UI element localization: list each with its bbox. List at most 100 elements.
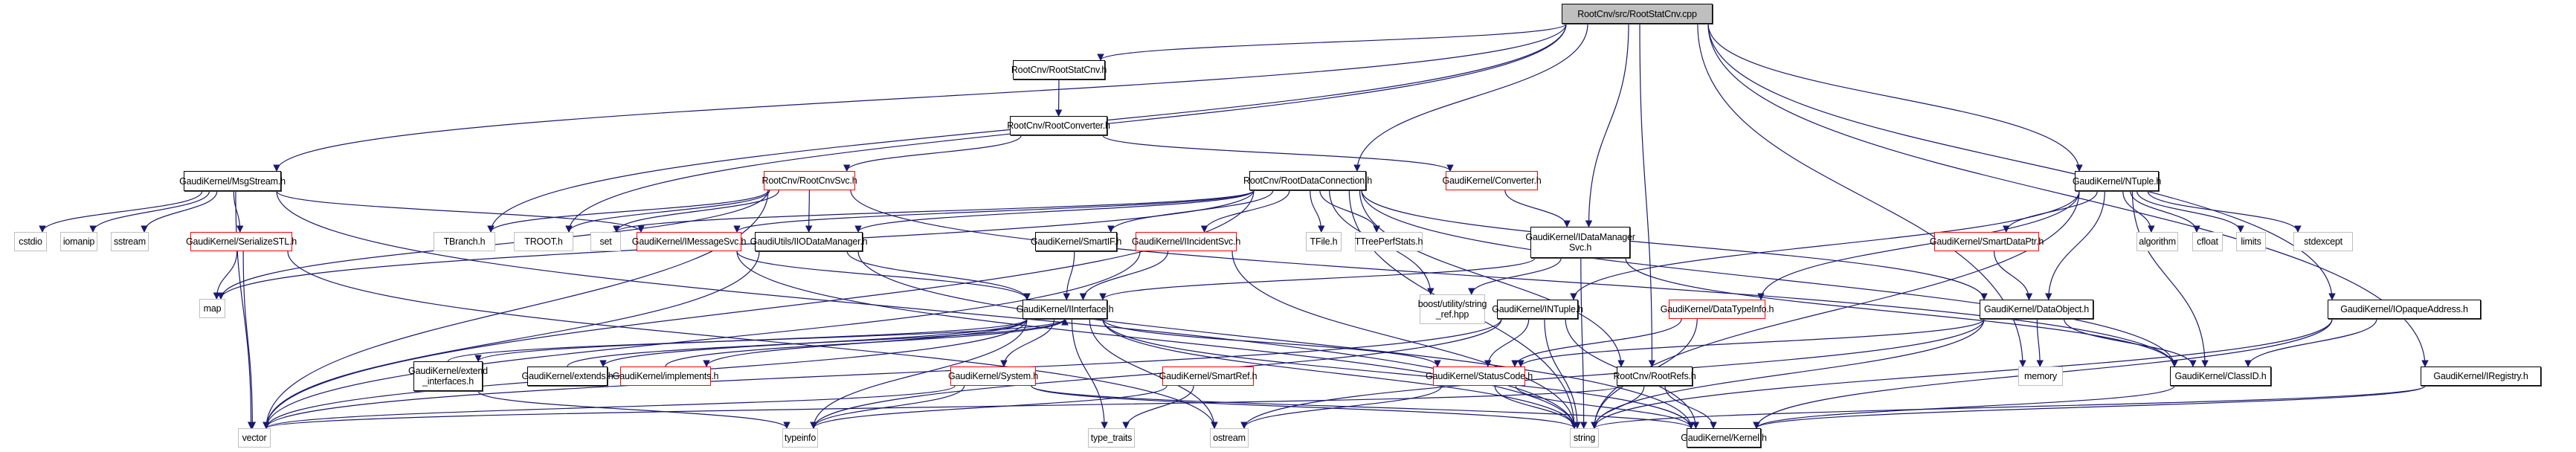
edge-dataobject-h-to-statuscode-h bbox=[1517, 318, 1985, 367]
edge-iincidentsvc-h-to-string bbox=[1231, 251, 1578, 429]
edge-smartref-h-to-type-traits bbox=[1122, 385, 1194, 429]
edge-root-to-idatamanagersvc-h bbox=[1585, 23, 1629, 227]
edge-intuple-h-to-vector bbox=[263, 318, 1502, 429]
edge-intuple-h-to-typeinfo bbox=[810, 318, 1502, 429]
edge-msgstream-h-to-serializestl-h bbox=[233, 190, 244, 233]
graph-node-iregistry-h[interactable]: GaudiKernel/IRegistry.h bbox=[2421, 367, 2541, 386]
graph-node-root[interactable]: RootCnv/src/RootStatCnv.cpp bbox=[1562, 4, 1713, 24]
graph-node-tfile-h[interactable]: TFile.h bbox=[1306, 232, 1342, 251]
graph-node-stdexcept[interactable]: stdexcept bbox=[2293, 232, 2353, 251]
edge-ntuple-h-to-algorithm bbox=[2122, 190, 2155, 233]
edge-rootdataconnection-h-to-iiodatamanager-h bbox=[854, 190, 1255, 233]
graph-node-algorithm[interactable]: algorithm bbox=[2137, 232, 2178, 251]
edge-ntuple-h-to-limits bbox=[2136, 190, 2244, 233]
graph-node-system-h[interactable]: GaudiKernel/System.h bbox=[948, 367, 1038, 386]
edge-idatamanagersvc-h-to-boost-string-ref bbox=[1468, 257, 1562, 295]
graph-node-vector[interactable]: vector bbox=[238, 428, 271, 448]
edge-ntuple-h-to-stdexcept bbox=[2147, 190, 2302, 233]
graph-node-statuscode-h[interactable]: GaudiKernel/StatusCode.h bbox=[1426, 367, 1533, 386]
graph-node-rootdataconnection-h[interactable]: RootCnv/RootDataConnection.h bbox=[1243, 171, 1372, 190]
graph-node-serializestl-h[interactable]: GaudiKernel/SerializeSTL.h bbox=[186, 232, 297, 251]
graph-node-implements-h[interactable]: GaudiKernel/implements.h bbox=[613, 367, 718, 386]
graph-node-memory[interactable]: memory bbox=[2018, 367, 2063, 386]
graph-node-intuple-h[interactable]: GaudiKernel/INTuple.h bbox=[1492, 300, 1583, 319]
graph-node-sstream[interactable]: sstream bbox=[111, 232, 149, 251]
edge-iinterface-h-to-kernel-h bbox=[1102, 318, 1695, 429]
graph-node-cfloat[interactable]: cfloat bbox=[2192, 232, 2223, 251]
graph-node-string[interactable]: string bbox=[1570, 428, 1599, 448]
edge-msgstream-h-to-vector bbox=[235, 190, 255, 429]
edge-dataobject-h-to-ostream bbox=[1240, 318, 1985, 429]
graph-node-extend-interfaces-h[interactable]: GaudiKernel/extend _interfaces.h bbox=[408, 361, 488, 391]
edge-dataobject-h-to-memory bbox=[2036, 318, 2044, 367]
edge-extend-interfaces-h-to-iinterface-h bbox=[447, 318, 1069, 362]
graph-node-classid-h[interactable]: GaudiKernel/ClassID.h bbox=[2170, 367, 2271, 386]
edge-rootdataconnection-h-to-classid-h bbox=[1361, 190, 2178, 367]
graph-node-rootcnvsvc-h[interactable]: RootCnv/RootCnvSvc.h bbox=[762, 171, 857, 190]
graph-node-dataobject-h[interactable]: GaudiKernel/DataObject.h bbox=[1980, 300, 2093, 319]
edge-rootconverter-h-to-converter-h bbox=[1102, 135, 1454, 172]
edge-idatamanagersvc-h-to-string bbox=[1580, 257, 1588, 429]
graph-node-rootrefs-h[interactable]: RootCnv/RootRefs.h bbox=[1613, 367, 1696, 386]
edge-rootdataconnection-h-to-set bbox=[613, 190, 1255, 233]
edge-system-h-to-string bbox=[1031, 385, 1578, 429]
edge-ntuple-h-to-dataobject-h bbox=[2044, 190, 2105, 300]
graph-node-iomanip[interactable]: iomanip bbox=[60, 232, 97, 251]
graph-node-iiodatamanager-h[interactable]: GaudiUtils/IIODataManager.h bbox=[750, 232, 868, 251]
graph-node-idatamanagersvc-h[interactable]: GaudiKernel/IDataManager Svc.h bbox=[1525, 227, 1635, 258]
edge-rootdataconnection-h-to-tfile-h bbox=[1310, 190, 1325, 233]
edge-iregistry-h-to-string bbox=[1591, 385, 2426, 429]
edge-rootcnvsvc-h-to-vector bbox=[263, 190, 769, 429]
edge-idatamanagersvc-h-to-classid-h bbox=[1625, 257, 2178, 367]
graph-node-ntuple-h[interactable]: GaudiKernel/NTuple.h bbox=[2073, 171, 2161, 191]
graph-node-smartref-h[interactable]: GaudiKernel/SmartRef.h bbox=[1159, 367, 1258, 386]
graph-node-rootconverter-h[interactable]: RootCnv/RootConverter.h bbox=[1007, 116, 1110, 135]
edge-rootrefs-h-to-vector bbox=[263, 385, 1622, 429]
graph-node-rootstatcnv-h[interactable]: RootCnv/RootStatCnv.h bbox=[1011, 60, 1107, 80]
graph-node-limits[interactable]: limits bbox=[2236, 232, 2266, 251]
graph-node-cstdio[interactable]: cstdio bbox=[14, 232, 47, 251]
edge-rootcnvsvc-h-to-iiodatamanager-h bbox=[805, 190, 813, 233]
graph-node-imessagesvc-h[interactable]: GaudiKernel/IMessageSvc.h bbox=[632, 232, 746, 251]
edge-msgstream-h-to-imessagesvc-h bbox=[276, 190, 645, 233]
graph-node-troot-h[interactable]: TROOT.h bbox=[514, 232, 573, 251]
edge-dataobject-h-to-classid-h bbox=[2064, 318, 2197, 367]
graph-node-datatypeinfo-h[interactable]: GaudiKernel/DataTypeInfo.h bbox=[1661, 300, 1774, 319]
edge-implements-h-to-iinterface-h bbox=[665, 318, 1069, 367]
edge-system-h-to-kernel-h bbox=[1031, 385, 1695, 429]
edge-smartif-h-to-iinterface-h bbox=[1063, 251, 1075, 300]
graph-node-ostream[interactable]: ostream bbox=[1210, 428, 1249, 448]
edge-rootdataconnection-h-to-iincidentsvc-h bbox=[1200, 190, 1290, 233]
graph-node-typeinfo[interactable]: typeinfo bbox=[782, 428, 818, 448]
edge-iinterface-h-to-type-traits bbox=[1071, 318, 1108, 429]
graph-node-type-traits[interactable]: type_traits bbox=[1088, 428, 1135, 448]
edge-ntuple-h-to-smartdataptr-h bbox=[2002, 190, 2098, 233]
graph-node-converter-h[interactable]: GaudiKernel/Converter.h bbox=[1443, 171, 1542, 190]
graph-node-map[interactable]: map bbox=[199, 299, 225, 318]
edge-rootdataconnection-h-to-imessagesvc-h bbox=[733, 190, 1255, 233]
edge-imessagesvc-h-to-string bbox=[736, 251, 1578, 429]
graph-node-set[interactable]: set bbox=[590, 232, 621, 251]
edge-iiodatamanager-h-to-iinterface-h bbox=[846, 251, 1031, 300]
graph-node-ttreeperfstats-h[interactable]: TTreePerfStats.h bbox=[1355, 232, 1423, 251]
graph-node-iinterface-h[interactable]: GaudiKernel/IInterface.h bbox=[1017, 300, 1114, 319]
edge-iincidentsvc-h-to-vector bbox=[263, 251, 1141, 429]
edge-root-to-rootrefs-h bbox=[1639, 23, 1656, 367]
edge-serializestl-h-to-vector bbox=[242, 251, 257, 429]
graph-node-smartdataptr-h[interactable]: GaudiKernel/SmartDataPtr.h bbox=[1930, 232, 2044, 251]
edge-ntuple-h-to-intuple-h bbox=[1570, 190, 2080, 300]
graph-node-boost-string-ref[interactable]: boost/utility/string _ref.hpp bbox=[1418, 294, 1487, 324]
graph-node-tbranch-h[interactable]: TBranch.h bbox=[434, 232, 495, 251]
graph-node-iopaqueaddress-h[interactable]: GaudiKernel/IOpaqueAddress.h bbox=[2328, 300, 2481, 319]
graph-node-iincidentsvc-h[interactable]: GaudiKernel/IIncidentSvc.h bbox=[1132, 232, 1240, 251]
edge-rootdataconnection-h-to-dataobject-h bbox=[1361, 190, 1988, 300]
graph-node-extends-h[interactable]: GaudiKernel/extends.h bbox=[522, 367, 614, 386]
graph-node-kernel-h[interactable]: GaudiKernel/Kernel.h bbox=[1681, 428, 1767, 448]
edge-rootdataconnection-h-to-ttreeperfstats-h bbox=[1319, 190, 1380, 233]
edge-converter-h-to-idatamanagersvc-h bbox=[1504, 190, 1571, 227]
edge-msgstream-h-to-cstdio bbox=[39, 190, 203, 233]
graph-node-msgstream-h[interactable]: GaudiKernel/MsgStream.h bbox=[179, 171, 286, 191]
graph-node-smartif-h[interactable]: GaudiKernel/SmartIF.h bbox=[1031, 232, 1121, 251]
edge-iregistry-h-to-kernel-h bbox=[1753, 385, 2426, 429]
